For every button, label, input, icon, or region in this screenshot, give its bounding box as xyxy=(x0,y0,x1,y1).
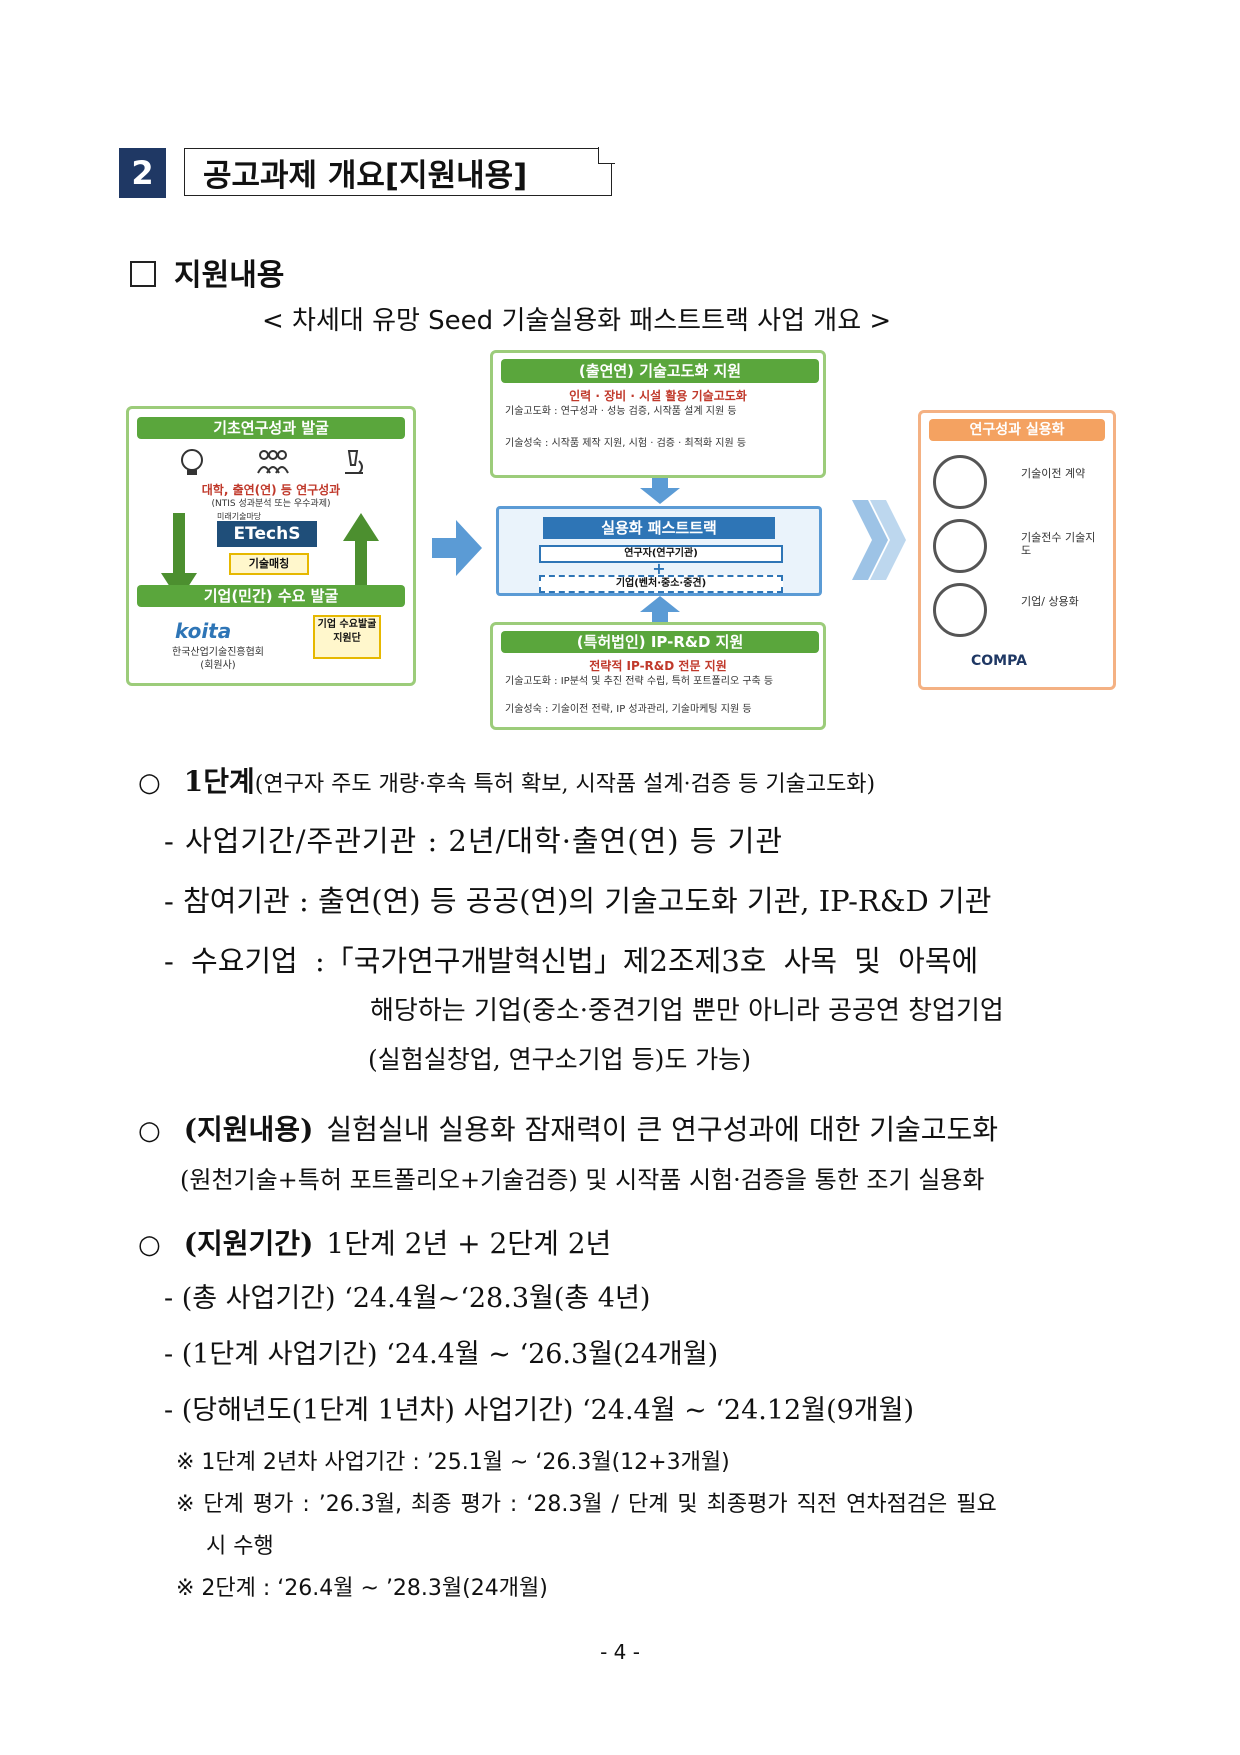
stage1-item-0: - 사업기간/주관기관 : 2년/대학·출연(연) 등 기관 xyxy=(164,824,784,858)
double-chevron-icon xyxy=(852,500,906,580)
support-line1: 실험실내 실용화 잠재력이 큰 연구성과에 대한 기술고도화 xyxy=(326,1113,999,1146)
left-bottom-title: 기업(민간) 수요 발굴 xyxy=(137,585,405,607)
stage1-item-2: - 수요기업 :「국가연구개발혁신법」제2조제3호 사목 및 아목에 xyxy=(164,944,979,978)
overview-diagram: 기초연구성과 발굴 대학, 출연(연) 등 연구성과 (NTIS 성과분석 또는… xyxy=(126,350,1116,730)
top-box-title: (출연연) 기술고도화 지원 xyxy=(501,359,819,383)
bottom-box: (특허법인) IP-R&D 지원 전략적 IP-R&D 전문 지원 기술고도화 … xyxy=(490,622,826,730)
period-label: (지원기간) xyxy=(183,1227,314,1260)
period-note-0: ※ 1단계 2년차 사업기간 : ’25.1월 ~ ‘26.3월(12+3개월) xyxy=(176,1450,730,1475)
top-box-item2: 기술성숙 : 시작품 제작 지원, 시험 · 검증 · 최적화 지원 등 xyxy=(505,438,747,449)
checkbox-square-icon xyxy=(130,261,156,287)
center-company: 기업(벤처·중소·중견) xyxy=(539,575,783,593)
circle-bullet-icon: ○ xyxy=(138,1230,161,1260)
microscope-icon xyxy=(344,450,363,474)
right-item-0: 기술이전 계약 xyxy=(1021,467,1086,480)
bottom-box-item1: 기술고도화 : IP분석 및 추진 전략 수립, 특허 포트폴리오 구축 등 xyxy=(505,676,774,687)
support-line2: (원천기술+특허 포트폴리오+기술검증) 및 시작품 시험·검증을 통한 조기 … xyxy=(180,1166,985,1194)
stage1-desc: (연구자 주도 개량·후속 특허 확보, 시작품 설계·검증 등 기술고도화) xyxy=(254,772,876,797)
subheading-text: 지원내용 xyxy=(174,258,285,293)
top-box-subtitle: 인력 · 장비 · 시설 활용 기술고도화 xyxy=(569,389,747,403)
left-box-title: 기초연구성과 발굴 xyxy=(137,417,405,439)
section-number: 2 xyxy=(119,148,166,198)
section-title: 공고과제 개요[지원내용] xyxy=(184,148,612,196)
folded-corner xyxy=(598,147,615,164)
arrow-down-center-icon xyxy=(640,478,680,504)
right-item-1: 기술전수 기술지도 xyxy=(1021,531,1096,557)
center-researcher: 연구자(연구기관) xyxy=(539,545,783,563)
period-item-1: - (1단계 사업기간) ‘24.4월 ~ ‘26.3월(24개월) xyxy=(164,1339,719,1370)
stage1-cont1: 해당하는 기업(중소·중견기업 뿐만 아니라 공공연 창업기업 xyxy=(370,996,1004,1026)
top-box: (출연연) 기술고도화 지원 인력 · 장비 · 시설 활용 기술고도화 기술고… xyxy=(490,350,826,478)
right-item-2: 기업/ 상용화 xyxy=(1021,595,1079,608)
page-number: - 4 - xyxy=(600,1640,640,1664)
left-desc-sub: (NTIS 성과분석 또는 우수과제) xyxy=(211,499,331,509)
stage1-cont2: (실험실창업, 연구소기업 등)도 가능) xyxy=(368,1045,752,1074)
compa-logo: COMPA xyxy=(971,653,1027,669)
period-heading: ○ (지원기간) 1단계 2년 + 2단계 2년 xyxy=(138,1222,611,1262)
stage1-heading: ○ 1단계(연구자 주도 개량·후속 특허 확보, 시작품 설계·검증 등 기술… xyxy=(138,760,875,800)
center-box-title: 실용화 패스트트랙 xyxy=(543,517,775,539)
left-desc: 대학, 출연(연) 등 연구성과 xyxy=(201,483,341,497)
top-box-item1: 기술고도화 : 연구성과 · 성능 검증, 시작품 설계 지원 등 xyxy=(505,406,737,417)
diagram-caption: < 차세대 유망 Seed 기술실용화 패스트트랙 사업 개요 > xyxy=(262,306,892,336)
koita-desc2: (회원사) xyxy=(200,660,236,671)
engineer-icon xyxy=(933,519,987,573)
circle-bullet-icon: ○ xyxy=(138,1116,161,1146)
left-box: 기초연구성과 발굴 대학, 출연(연) 등 연구성과 (NTIS 성과분석 또는… xyxy=(126,406,416,686)
period-note-1: ※ 단계 평가 : ’26.3월, 최종 평가 : ‘28.3월 / 단계 및 … xyxy=(176,1492,997,1517)
period-value: 1단계 2년 + 2단계 2년 xyxy=(326,1227,612,1260)
people-icon xyxy=(257,450,289,474)
center-plus: + xyxy=(652,559,666,578)
handshake-icon xyxy=(933,455,987,509)
right-box: 연구성과 실용화 기술이전 계약 기술전수 기술지도 기업/ 상용화 COMPA xyxy=(918,410,1116,690)
etechs-logo-small: 미래기술마당 xyxy=(217,512,262,521)
support-label: (지원내용) xyxy=(183,1113,314,1146)
circle-bullet-icon: ○ xyxy=(138,768,161,798)
period-item-0: - (총 사업기간) ‘24.4월~‘28.3월(총 4년) xyxy=(164,1283,651,1314)
period-note-2: 시 수행 xyxy=(206,1534,274,1559)
support-heading: ○ (지원내용) 실험실내 실용화 잠재력이 큰 연구성과에 대한 기술고도화 xyxy=(138,1108,998,1148)
stage1-item-1: - 참여기관 : 출연(연) 등 공공(연)의 기술고도화 기관, IP-R&D… xyxy=(164,884,992,918)
koita-logo: koita xyxy=(175,619,232,643)
match-label: 기술매칭 xyxy=(229,553,309,575)
center-box: 실용화 패스트트랙 연구자(연구기관) + 기업(벤처·중소·중견) xyxy=(496,506,822,596)
demand-label: 기업 수요발굴 지원단 xyxy=(313,615,381,659)
bottom-box-subtitle: 전략적 IP-R&D 전문 지원 xyxy=(589,659,727,673)
arrow-right-icon xyxy=(432,520,482,576)
left-icons xyxy=(153,447,393,477)
period-note-3: ※ 2단계 : ‘26.4월 ~ ’28.3월(24개월) xyxy=(176,1576,548,1601)
bottom-box-title: (특허법인) IP-R&D 지원 xyxy=(501,631,819,653)
brain-bulb-icon xyxy=(181,449,204,475)
right-box-title: 연구성과 실용화 xyxy=(929,419,1105,441)
period-item-2: - (당해년도(1단계 1년차) 사업기간) ‘24.4월 ~ ‘24.12월(… xyxy=(164,1395,914,1426)
koita-desc: 한국산업기술진흥협회 xyxy=(172,647,264,658)
stage1-label: 1단계 xyxy=(183,765,255,798)
bottom-box-item2: 기술성숙 : 기술이전 전략, IP 성과관리, 기술마케팅 지원 등 xyxy=(505,704,752,715)
etechs-logo: ETechS xyxy=(217,521,317,547)
production-icon xyxy=(933,583,987,637)
subheading: 지원내용 xyxy=(130,250,284,294)
arrow-up-center-icon xyxy=(640,596,680,622)
